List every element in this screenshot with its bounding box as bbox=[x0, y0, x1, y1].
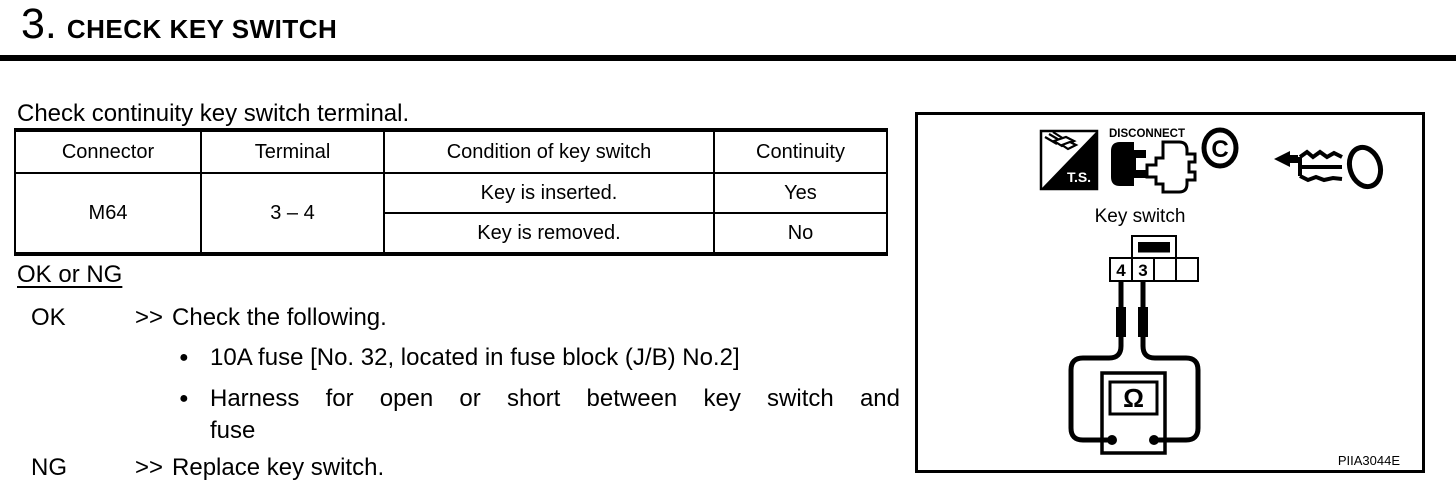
col-header-continuity: Continuity bbox=[713, 129, 888, 174]
terminal-cell: 3 – 4 bbox=[200, 172, 385, 255]
list-item: 10A fuse [No. 32, located in fuse block … bbox=[179, 342, 900, 374]
table-header-row: Connector Terminal Condition of key swit… bbox=[14, 129, 888, 174]
result-arrow: >> bbox=[135, 454, 164, 481]
connector-lock-bar bbox=[1138, 242, 1170, 253]
result-text-ok: Check the following. bbox=[172, 304, 387, 331]
result-line-ng: NG >> Replace key switch. bbox=[31, 454, 384, 482]
figure-id-label: PIIA3044E bbox=[1338, 453, 1400, 468]
key-switch-label: Key switch bbox=[1095, 206, 1186, 227]
terminal-cell-4: 4 bbox=[1116, 261, 1126, 280]
ok-or-ng-heading: OK or NG bbox=[17, 261, 123, 288]
ts-label: T.S. bbox=[1067, 169, 1091, 185]
probe-dot-left bbox=[1107, 435, 1117, 445]
key-cylinder-symbol: C bbox=[1211, 136, 1228, 163]
intro-text: Check continuity key switch terminal. bbox=[17, 100, 410, 127]
terminal-cell-3: 3 bbox=[1138, 261, 1147, 280]
key-switch-connector: 4 3 bbox=[1109, 235, 1199, 282]
condition-cell: Key is inserted. bbox=[383, 172, 715, 214]
col-header-terminal: Terminal bbox=[200, 129, 385, 174]
ohmmeter-display bbox=[1108, 380, 1159, 416]
result-line-ok: OK >> Check the following. bbox=[31, 304, 387, 332]
title-rule bbox=[0, 55, 1456, 61]
result-text-ng: Replace key switch. bbox=[172, 454, 385, 481]
test-lead-wires bbox=[1068, 281, 1201, 443]
wire-sleeve-left bbox=[1116, 307, 1126, 337]
connector-pin-row bbox=[1109, 257, 1199, 282]
figure-box: T.S. DISCONNECT C Key switch bbox=[915, 112, 1425, 473]
condition-cell: Key is removed. bbox=[383, 212, 715, 255]
continuity-cell: Yes bbox=[713, 172, 888, 214]
ok-check-list: 10A fuse [No. 32, located in fuse block … bbox=[179, 342, 900, 456]
table-row: Key is removed. No bbox=[15, 212, 888, 255]
wire-sleeve-right bbox=[1138, 307, 1148, 337]
connector-cell: M64 bbox=[14, 172, 202, 255]
page-title: 3. CHECK KEY SWITCH bbox=[21, 3, 337, 46]
wire-right bbox=[1140, 281, 1201, 443]
result-label-ng: NG bbox=[31, 454, 67, 481]
continuity-cell: No bbox=[713, 212, 888, 255]
col-header-condition: Condition of key switch bbox=[383, 129, 715, 174]
step-title: CHECK KEY SWITCH bbox=[66, 14, 338, 44]
wire-left bbox=[1068, 281, 1124, 443]
connector-female-half bbox=[1145, 140, 1197, 194]
list-item: Harness for open or short between key sw… bbox=[179, 383, 900, 447]
result-label-ok: OK bbox=[31, 304, 66, 331]
ohm-symbol: Ω bbox=[1123, 383, 1144, 413]
key-switch-figure: T.S. DISCONNECT C Key switch bbox=[1039, 127, 1400, 468]
step-number: 3. bbox=[21, 0, 57, 48]
key-insert-icon: C bbox=[1201, 127, 1384, 190]
probe-dot-right bbox=[1149, 435, 1159, 445]
ts-tool-icon: T.S. bbox=[1039, 129, 1099, 191]
col-header-connector: Connector bbox=[14, 129, 202, 174]
continuity-table: Connector Terminal Condition of key swit… bbox=[14, 128, 888, 256]
disconnect-label: DISCONNECT bbox=[1109, 128, 1185, 140]
result-arrow: >> bbox=[135, 304, 164, 331]
table-row: M64 3 – 4 Key is inserted. Yes bbox=[14, 172, 888, 255]
disconnect-icon: DISCONNECT bbox=[1109, 128, 1197, 194]
connector-male-half bbox=[1111, 142, 1146, 186]
